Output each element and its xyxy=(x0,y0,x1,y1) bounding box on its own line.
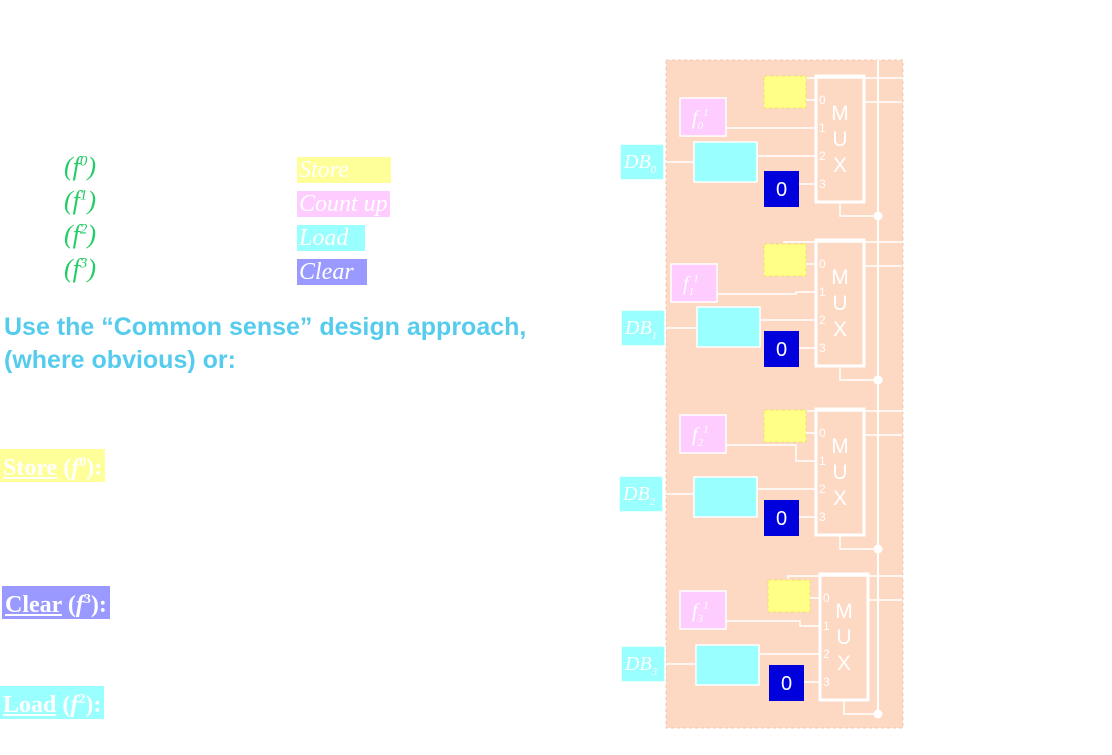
load-box xyxy=(696,306,761,348)
heading-line-1: Use the “Common sense” design approach, xyxy=(4,313,527,341)
mux-letter: X xyxy=(837,652,851,675)
mux-input-number: 2 xyxy=(819,482,826,496)
mux-letter: U xyxy=(832,128,847,151)
clock-wire xyxy=(843,700,878,715)
function-code-3: (f3) xyxy=(64,254,97,283)
load-box xyxy=(693,476,758,518)
mux-letter: X xyxy=(833,318,847,341)
mux-input-number: 0 xyxy=(819,93,826,107)
count-up-box xyxy=(679,97,727,137)
mux-input-number: 1 xyxy=(819,454,826,468)
feedback-wire xyxy=(787,575,926,580)
store-feedback-box xyxy=(763,409,807,443)
function-label-load: Load xyxy=(297,225,365,251)
multiplexer xyxy=(814,74,866,204)
junction-dot xyxy=(873,375,883,385)
junction-dot xyxy=(873,709,883,719)
clear-constant-label: 0 xyxy=(776,179,787,201)
mux-input-number: 3 xyxy=(823,675,830,689)
clock-wire xyxy=(839,202,878,217)
section-clear: Clear (f3): xyxy=(2,586,110,619)
mux-input-number: 0 xyxy=(823,591,830,605)
function-code-2: (f2) xyxy=(64,220,97,249)
multiplexer xyxy=(814,238,866,368)
mux-letter: X xyxy=(833,154,847,177)
multiplexer xyxy=(818,572,870,702)
mux-input-number: 1 xyxy=(823,619,830,633)
clear-constant-label: 0 xyxy=(781,673,792,695)
count-up-box xyxy=(670,263,718,303)
mux-letter: U xyxy=(832,461,847,484)
mux-letter: M xyxy=(831,102,849,125)
section-store: Store (f0): xyxy=(0,449,106,482)
clear-constant-box xyxy=(769,665,804,701)
function-label-store: Store xyxy=(297,157,391,183)
mux-letter: M xyxy=(831,435,849,458)
mux-letter: U xyxy=(836,626,851,649)
data-bus-box xyxy=(620,645,666,683)
heading-line-2: (where obvious) or: xyxy=(4,346,236,374)
mux-input-number: 3 xyxy=(819,177,826,191)
junction-dot xyxy=(873,544,883,554)
mux-letter: M xyxy=(831,266,849,289)
mux-input-number: 1 xyxy=(819,285,826,299)
mux-input-number: 3 xyxy=(819,341,826,355)
mux-input-number: 2 xyxy=(819,313,826,327)
store-feedback-box xyxy=(763,75,807,109)
input-1-wire xyxy=(717,291,816,295)
multiplexer xyxy=(814,407,866,537)
function-label-clear: Clear xyxy=(297,259,367,285)
mux-input-number: 0 xyxy=(819,426,826,440)
mux-input-number: 1 xyxy=(819,121,826,135)
data-bus-box xyxy=(620,309,666,347)
data-bus-label: DB1 xyxy=(624,317,657,342)
clear-constant-box xyxy=(764,331,799,367)
clock-wire xyxy=(839,366,878,381)
data-bus-box xyxy=(619,143,665,181)
mux-letter: M xyxy=(835,600,853,623)
function-code-0: (f0) xyxy=(64,152,97,181)
function-code-1: (f1) xyxy=(64,186,97,215)
mux-letter: X xyxy=(833,487,847,510)
count-up-box xyxy=(679,590,727,630)
clear-constant-box xyxy=(764,500,799,536)
load-box xyxy=(693,141,758,183)
mux-letter: U xyxy=(832,292,847,315)
feedback-wire xyxy=(783,241,922,244)
section-load: Load (f2): xyxy=(0,686,105,719)
count-up-box xyxy=(679,414,727,454)
mux-input-number: 2 xyxy=(823,647,830,661)
clear-constant-box xyxy=(764,171,799,207)
function-label-count-up: Count up xyxy=(297,191,390,217)
input-1-wire xyxy=(726,620,820,627)
clock-wire xyxy=(839,535,878,550)
mux-input-number: 0 xyxy=(819,257,826,271)
mux-input-number: 3 xyxy=(819,510,826,524)
load-box xyxy=(695,644,760,686)
mux-input-number: 2 xyxy=(819,149,826,163)
input-1-wire xyxy=(726,444,816,462)
clear-constant-label: 0 xyxy=(776,339,787,361)
store-feedback-box xyxy=(767,579,811,613)
store-feedback-box xyxy=(763,243,807,277)
junction-dot xyxy=(873,211,883,221)
clear-constant-label: 0 xyxy=(776,508,787,530)
